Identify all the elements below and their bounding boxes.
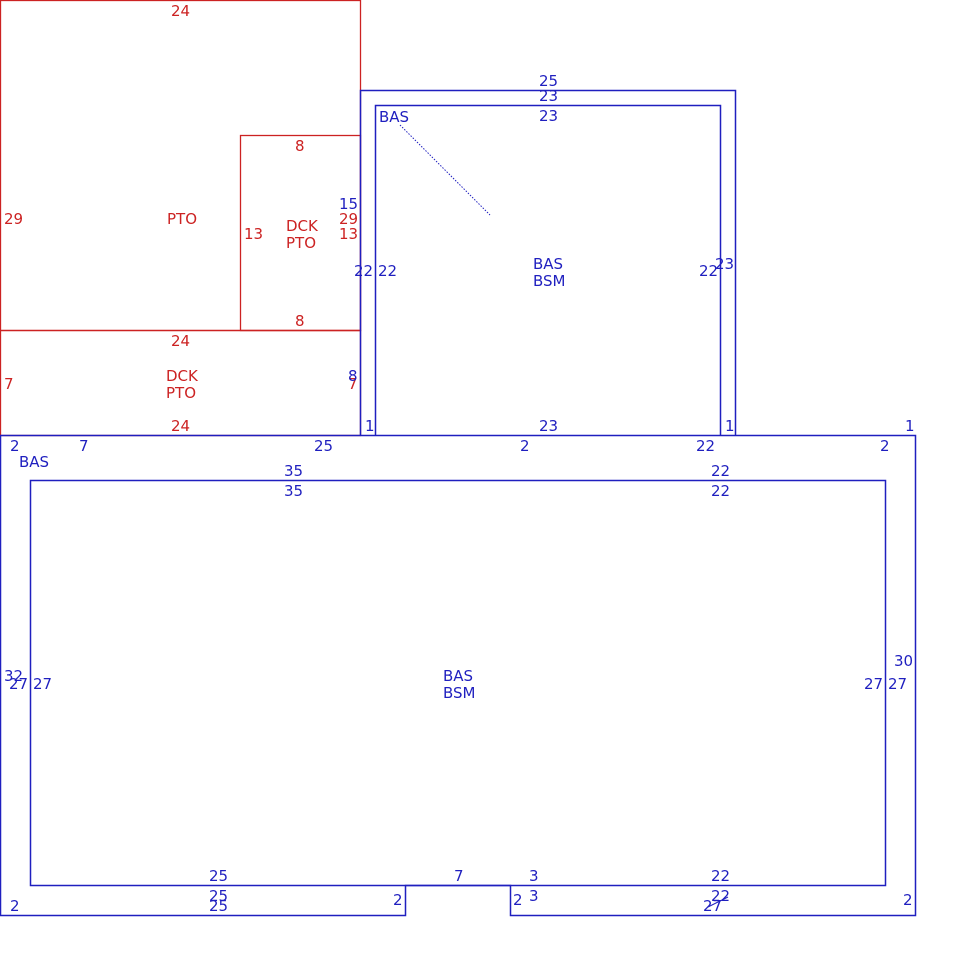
dck-small-label-1: DCK: [286, 217, 319, 235]
dck-low-label-1: DCK: [166, 367, 199, 385]
bas-upper-label-1: BAS: [533, 255, 563, 273]
dck-pto-small-area: DCK PTO 8 13 8 29 13: [239, 134, 362, 332]
pto-area: PTO 24 29: [0, 0, 362, 332]
bas-main-dim-inner-top-right-2: 22: [711, 482, 730, 500]
dck-low-dim-bottom: 24: [171, 417, 190, 435]
dck-small-dim-right-a: 29: [339, 210, 358, 228]
bas-main-dim-inner-top-2: 35: [284, 482, 303, 500]
dck-low-dim-left: 7: [4, 375, 14, 393]
pto-outline: [0, 0, 362, 332]
pto-label: PTO: [167, 210, 197, 228]
dck-pto-low-area: DCK PTO 24 7 24 7: [0, 329, 362, 437]
bas-upper-diagonal: [399, 124, 491, 216]
bas-upper-dim-right-inner: 22: [699, 262, 718, 280]
bas-upper-dim-outer-top: 25: [539, 72, 558, 90]
bas-upper-dim-overlap: 15: [339, 195, 358, 213]
bas-main-dim-top-e: 2: [880, 437, 890, 455]
bas-upper-label-2: BSM: [533, 272, 566, 290]
bas-main-dim-top-c: 2: [520, 437, 530, 455]
bas-main-dim-inner-top: 35: [284, 462, 303, 480]
bas-main-dim-top-left-corner: 2: [10, 437, 20, 455]
bas-main-dim-bottom-step-3: 3: [529, 887, 539, 905]
bas-upper-dim-left-outer: 22: [354, 262, 373, 280]
bas-main-label-1: BAS: [443, 667, 473, 685]
dck-small-dim-right-b: 13: [339, 225, 358, 243]
bas-main-dim-bottom-outer-right: 22: [711, 887, 730, 905]
dck-low-dim-top: 24: [171, 332, 190, 350]
pto-dim-top: 24: [171, 2, 190, 20]
bas-main-dim-bottom-outer-left-2: 25: [209, 897, 228, 915]
bas-main-dim-bottom-outer-right-2: 27: [703, 897, 722, 915]
bas-main-dim-bottom-outer-left: 25: [209, 887, 228, 905]
bas-main-dim-bottom-left-corner: 2: [10, 897, 20, 915]
bas-main-dim-bottom-inner-right: 22: [711, 867, 730, 885]
bas-main-dim-left-c: 27: [33, 675, 52, 693]
dck-small-label-2: PTO: [286, 234, 316, 252]
bas-main-area: BAS BAS BSM 2 7 25 2 22 2 1 35 35 22 22 …: [0, 417, 917, 917]
bas-main-dim-right-a: 27: [864, 675, 883, 693]
bas-upper-dim-bottom-right: 1: [725, 417, 735, 435]
bas-main-dim-bottom-notch-2: 3: [529, 867, 539, 885]
bas-main-dim-top-d: 22: [696, 437, 715, 455]
dck-small-dim-bottom: 8: [295, 312, 305, 330]
bas-main-dim-right-b: 27: [888, 675, 907, 693]
bas-main-dim-right-c: 30: [894, 652, 913, 670]
dck-low-label-2: PTO: [166, 384, 196, 402]
dck-low-dim-right: 7: [348, 375, 358, 393]
bas-upper-inner-outline: [374, 104, 722, 435]
bas-main-dim-left-a: 32: [4, 667, 23, 685]
bas-main-dim-top-b: 25: [314, 437, 333, 455]
bas-upper-outer-outline: [359, 89, 737, 435]
bas-main-tick-mark: [707, 896, 729, 908]
bas-main-dim-top-a: 7: [79, 437, 89, 455]
bas-upper-corner-label: BAS: [379, 108, 409, 126]
bas-main-dim-inner-top-right: 22: [711, 462, 730, 480]
bas-upper-dim-outer-top-2: 23: [539, 87, 558, 105]
bas-main-dim-top-right-corner: 1: [905, 417, 915, 435]
bas-upper-area: BAS BAS BSM 25 23 23 22 22 22 23 23 15 8…: [339, 72, 737, 435]
bas-upper-dim-right-outer: 23: [715, 255, 734, 273]
bas-main-dim-left-b: 27: [9, 675, 28, 693]
bas-upper-dim-bottom: 23: [539, 417, 558, 435]
bas-main-dim-bottom-inner-left: 25: [209, 867, 228, 885]
bas-main-corner-label: BAS: [19, 453, 49, 471]
bas-main-dim-bottom-notch: 7: [454, 867, 464, 885]
bas-upper-dim-left-inner: 22: [378, 262, 397, 280]
dck-small-dim-left: 13: [244, 225, 263, 243]
bas-upper-dim-bottom-left: 1: [365, 417, 375, 435]
bas-main-label-2: BSM: [443, 684, 476, 702]
bas-upper-dim-inner-top: 23: [539, 107, 558, 125]
bas-main-dim-bottom-right-corner: 2: [903, 891, 913, 909]
dck-small-dim-top: 8: [295, 137, 305, 155]
bas-main-dim-bottom-step-2: 2: [513, 891, 523, 909]
bas-main-dim-bottom-step: 2: [393, 891, 403, 909]
bas-upper-dim-small-left: 8: [348, 367, 358, 385]
pto-dim-left: 29: [4, 210, 23, 228]
bas-main-inner-outline: [29, 479, 887, 887]
